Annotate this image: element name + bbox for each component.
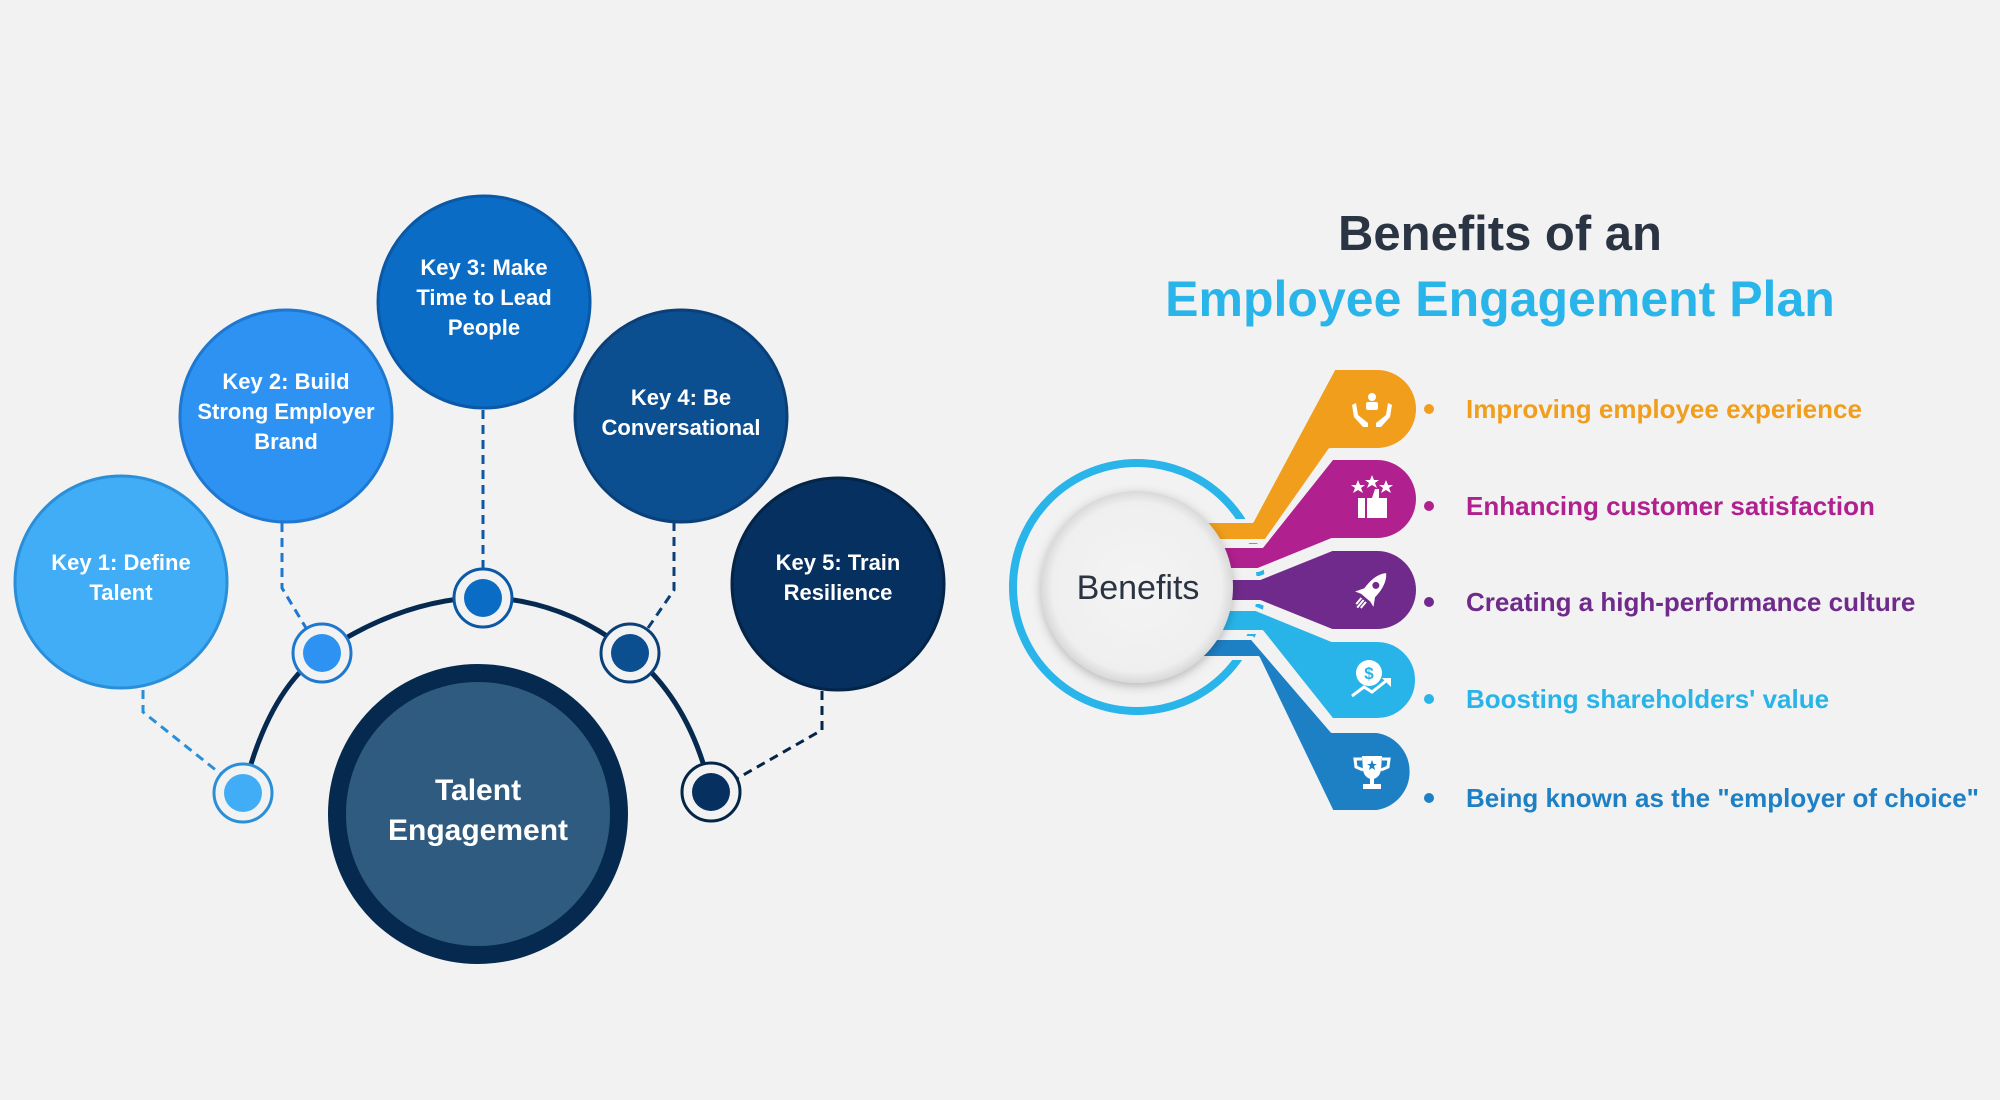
key-3-line-1: Key 3: Make	[420, 255, 547, 280]
benefits-diagram: Benefits	[1009, 366, 1420, 814]
dollar-growth-icon: $	[1351, 660, 1391, 698]
key-2-line-2: Strong Employer	[197, 399, 375, 424]
key-4-line-1: Key 4: Be	[631, 385, 731, 410]
thumbs-up-stars-icon	[1351, 475, 1393, 518]
arc-node-1	[212, 762, 274, 824]
key-1-circle: Key 1: Define Talent	[13, 474, 229, 690]
benefit-item-1: Improving employee experience	[1424, 394, 1862, 424]
benefit-item-3: Creating a high-performance culture	[1424, 587, 1915, 617]
svg-text:$: $	[1364, 664, 1374, 683]
petal-4	[1198, 607, 1419, 722]
bullet-dot	[1424, 501, 1434, 511]
benefit-label: Boosting shareholders' value	[1466, 683, 1830, 714]
core-line-2: Engagement	[388, 814, 568, 847]
key-2-circle: Key 2: Build Strong Employer Brand	[178, 308, 394, 524]
benefit-label: Enhancing customer satisfaction	[1466, 490, 1875, 521]
connector-key-1	[141, 690, 223, 777]
key-4-circle: Key 4: Be Conversational	[573, 308, 789, 524]
bullet-dot	[1424, 793, 1434, 803]
key-1-line-1: Key 1: Define	[51, 550, 190, 575]
key-3-line-2: Time to Lead	[416, 285, 551, 310]
hub-circle	[1041, 491, 1233, 683]
connector-key-4	[646, 522, 676, 629]
rocket-icon	[1355, 573, 1387, 609]
benefit-label: Improving employee experience	[1466, 393, 1862, 424]
benefit-item-5: Being known as the "employer of choice"	[1424, 783, 1979, 813]
petal-3	[1198, 547, 1420, 633]
benefit-label: Being known as the "employer of choice"	[1466, 782, 1979, 813]
core-line-1: Talent	[435, 774, 521, 807]
key-5-circle: Key 5: Train Resilience	[730, 476, 946, 692]
key-5-line-2: Resilience	[784, 580, 893, 605]
key-2-line-1: Key 2: Build	[222, 369, 349, 394]
petal-1	[1198, 366, 1420, 543]
benefit-item-2: Enhancing customer satisfaction	[1424, 491, 1875, 521]
benefits-subtitle: Employee Engagement Plan	[1165, 271, 1835, 327]
hands-person-icon	[1352, 393, 1392, 427]
connector-key-5	[737, 691, 824, 780]
key-1-line-2: Talent	[89, 580, 153, 605]
arc-node-4	[599, 622, 661, 684]
talent-engagement-diagram: Key 1: Define Talent Key 2: Build Strong…	[13, 194, 946, 964]
key-3-line-3: People	[448, 315, 520, 340]
benefit-label: Creating a high-performance culture	[1466, 586, 1916, 617]
arc-node-5	[680, 761, 742, 823]
dashed-connectors	[141, 410, 824, 780]
benefits-title: Benefits of an	[1338, 207, 1662, 261]
trophy-icon	[1353, 756, 1391, 789]
hub-label: Benefits	[1077, 569, 1200, 607]
bullet-dot	[1424, 404, 1434, 414]
talent-engagement-core: Talent Engagement	[328, 664, 628, 964]
key-3-circle: Key 3: Make Time to Lead People	[376, 194, 592, 410]
key-4-line-2: Conversational	[602, 415, 761, 440]
connector-key-2	[280, 523, 308, 629]
key-2-line-3: Brand	[254, 429, 318, 454]
benefit-item-4: Boosting shareholders' value	[1424, 684, 1829, 714]
arc-node-2	[291, 622, 353, 684]
bullet-dot	[1424, 597, 1434, 607]
arc-node-3	[452, 567, 514, 629]
key-5-line-1: Key 5: Train	[776, 550, 901, 575]
bullet-dot	[1424, 694, 1434, 704]
